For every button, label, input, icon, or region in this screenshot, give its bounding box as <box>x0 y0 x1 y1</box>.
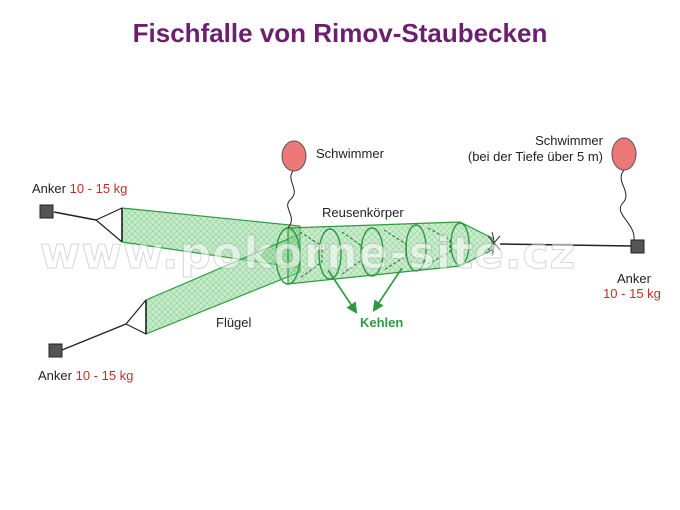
throat-2 <box>341 231 363 275</box>
float-left-label: Schwimmer <box>316 146 385 161</box>
anchor-lines <box>53 207 633 351</box>
anchor-block-icon <box>48 343 63 358</box>
anchor-block-icon <box>39 204 54 219</box>
hoop-2 <box>318 228 342 280</box>
throat-1 <box>299 231 323 279</box>
page-title: Fischfalle von Rimov-Staubecken <box>133 18 548 48</box>
hoop-3 <box>360 227 384 277</box>
float-buoy-icon <box>281 140 307 172</box>
float-line-left <box>287 169 295 229</box>
net-body-label: Reusenkörper <box>322 205 404 220</box>
anchor-bottom-left-label: Anker 10 - 15 kg <box>38 368 133 383</box>
tie-knot <box>487 231 501 257</box>
anchor-top-left-label: Anker 10 - 15 kg <box>32 181 127 196</box>
float-buoy-icon <box>611 137 637 171</box>
throat-3 <box>383 229 407 271</box>
float-right-note: (bei der Tiefe über 5 m) <box>468 149 603 164</box>
throat-4 <box>427 227 451 265</box>
throat-arrow-1 <box>327 269 358 314</box>
anchor-right-weight: 10 - 15 kg <box>603 286 661 301</box>
watermark: www.pokorne-site.cz <box>40 228 577 279</box>
anchor-block-icon <box>630 239 645 254</box>
float-line-right <box>619 169 635 241</box>
wing-label: Flügel <box>216 315 252 330</box>
throats-label: Kehlen <box>360 315 403 330</box>
anchor-right-name: Anker <box>617 271 652 286</box>
throat-arrow-2 <box>372 267 403 312</box>
hoop-5 <box>450 222 470 266</box>
float-right-label: Schwimmer <box>535 133 604 148</box>
